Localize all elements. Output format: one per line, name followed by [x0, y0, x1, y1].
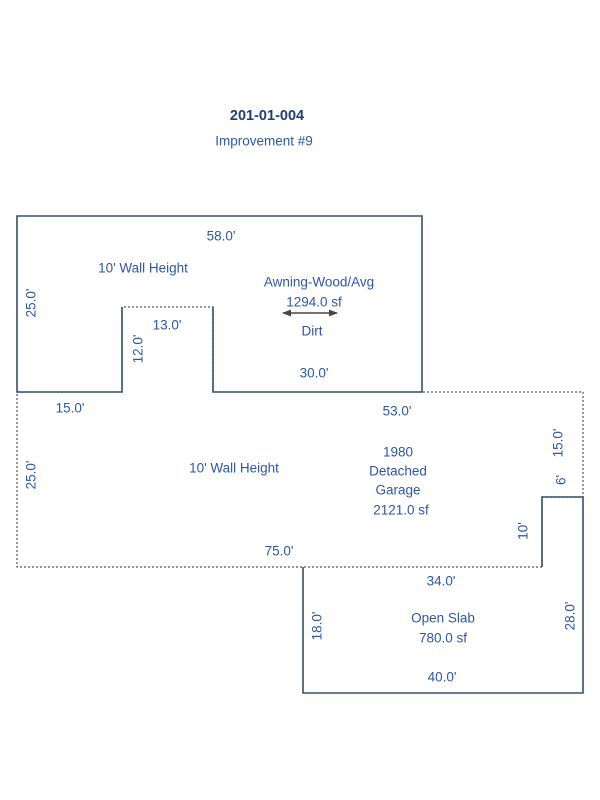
garage-left-dimension: 25.0' — [23, 460, 39, 490]
awning-area-label: 1294.0 sf — [286, 294, 342, 310]
slab-name-label: Open Slab — [411, 610, 475, 626]
awning-wall-height-label: 10' Wall Height — [98, 260, 188, 276]
parcel-number-title: 201-01-004 — [229, 108, 305, 124]
garage-area-label: 2121.0 sf — [373, 502, 429, 518]
garage-outline — [16, 306, 584, 568]
notch-side-dimension: 12.0' — [130, 334, 146, 364]
slab-top-dimension: 34.0' — [426, 573, 456, 589]
slab-bottom-dimension: 40.0' — [427, 669, 457, 685]
awning-outline — [16, 215, 423, 393]
garage-name-line2: Garage — [375, 482, 421, 498]
awning-left-dimension: 25.0' — [23, 288, 39, 318]
slab-right-dimension: 28.0' — [562, 601, 578, 631]
garage-notch-width-dimension: 6' — [553, 474, 569, 486]
garage-top-right-dimension: 53.0' — [382, 403, 412, 419]
slab-outline — [302, 496, 584, 694]
awning-bottom-dimension: 30.0' — [299, 365, 329, 381]
garage-name-line1: Detached — [369, 463, 427, 479]
awning-top-dimension: 58.0' — [206, 228, 236, 244]
garage-year-label: 1980 — [382, 444, 414, 460]
notch-top-dimension: 13.0' — [152, 317, 182, 333]
garage-bottom-dimension: 75.0' — [264, 543, 294, 559]
awning-floor-label: Dirt — [301, 323, 323, 339]
slab-area-label: 780.0 sf — [418, 630, 468, 646]
slab-left-dimension: 18.0' — [309, 611, 325, 641]
garage-right-dimension: 15.0' — [550, 428, 566, 458]
dirt-extent-arrow-icon — [282, 309, 338, 317]
garage-notch-height-dimension: 10' — [515, 522, 531, 540]
garage-wall-height-label: 10' Wall Height — [189, 460, 279, 476]
garage-top-left-dimension: 15.0' — [55, 400, 85, 416]
awning-type-label: Awning-Wood/Avg — [263, 274, 375, 290]
improvement-subtitle: Improvement #9 — [215, 133, 313, 149]
